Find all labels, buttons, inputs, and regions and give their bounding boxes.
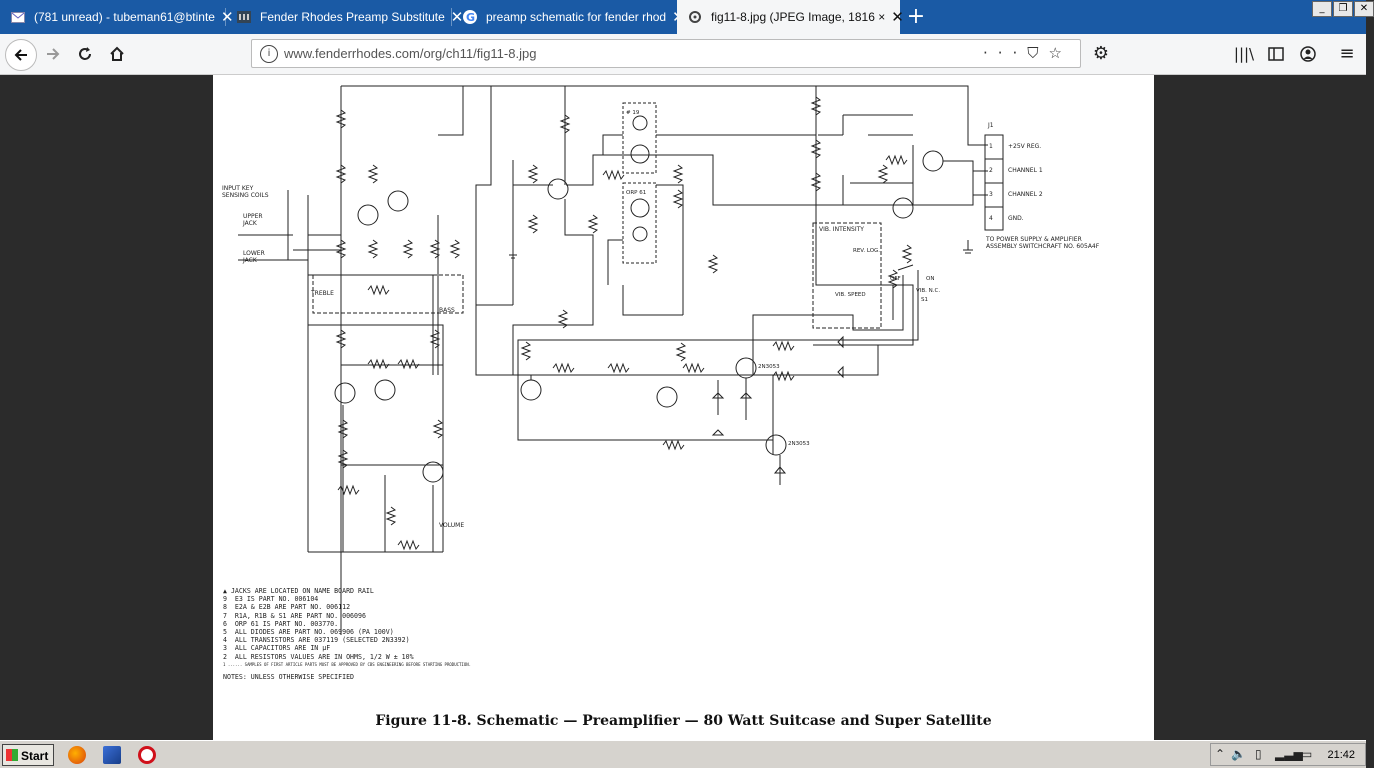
pin-number: 4: [989, 215, 993, 222]
lamp-label-1: # 19: [626, 110, 640, 116]
orp61-label: ORP 61: [626, 190, 647, 196]
tab-title: (781 unread) - tubeman61@btinte: [34, 10, 215, 24]
new-tab-button[interactable]: +: [906, 4, 926, 29]
close-icon[interactable]: ✕: [450, 9, 464, 26]
more-icon[interactable]: ···: [982, 44, 1028, 62]
window-controls: _ ❐ ✕: [1311, 1, 1374, 17]
reload-button[interactable]: [71, 40, 99, 68]
close-window-button[interactable]: ✕: [1354, 1, 1374, 17]
back-button[interactable]: [5, 39, 37, 71]
maximize-button[interactable]: ❐: [1333, 1, 1353, 17]
pin-number: 2: [989, 167, 993, 174]
tab-fender[interactable]: Fender Rhodes Preamp Substitute ✕: [226, 0, 463, 34]
gear-icon[interactable]: ⚙: [1092, 43, 1110, 64]
forward-button[interactable]: [39, 40, 67, 68]
menu-icon[interactable]: ≡: [1339, 43, 1355, 64]
treble-label: TREBLE: [311, 290, 334, 297]
close-icon[interactable]: ✕: [891, 9, 904, 26]
volume-label: VOLUME: [439, 522, 465, 529]
tab-mail[interactable]: (781 unread) - tubeman61@btinte ✕: [0, 0, 234, 34]
transistor-label-2: 2N3053: [788, 441, 810, 447]
library-icon[interactable]: |||\: [1233, 45, 1255, 63]
clock[interactable]: 21:42: [1327, 749, 1355, 761]
vib-speed-label: VIB. SPEED: [835, 292, 866, 298]
bookmark-star-icon[interactable]: ☆: [1048, 44, 1072, 62]
schematic-drawing: [238, 85, 1004, 635]
pocket-icon[interactable]: ⛉: [1027, 44, 1049, 62]
speaker-icon[interactable]: 🔈: [1231, 747, 1246, 761]
url-text[interactable]: www.fenderrhodes.com/org/ch11/fig11-8.jp…: [284, 46, 537, 61]
pin-label: CHANNEL 1: [1008, 167, 1043, 174]
transistor-label-1: 2N3053: [758, 364, 780, 370]
site-icon: [236, 9, 252, 25]
opera-icon[interactable]: [138, 746, 156, 764]
windows-flag-icon: [6, 749, 18, 761]
s1-label: S1: [921, 297, 928, 303]
network-icon[interactable]: ▂▃▅: [1275, 747, 1303, 761]
mail-icon: [10, 9, 26, 25]
battery-icon[interactable]: ▯: [1255, 747, 1262, 761]
tab-image[interactable]: fig11-8.jpg (JPEG Image, 1816 × ✕: [677, 0, 904, 34]
rev-log-label: REV. LOG.: [853, 248, 881, 254]
google-icon: G: [462, 9, 478, 25]
tab-title: Fender Rhodes Preamp Substitute: [260, 10, 445, 24]
figure-caption: Figure 11-8. Schematic — Preamplifier — …: [375, 713, 992, 729]
chevron-up-icon[interactable]: ⌃: [1215, 747, 1226, 761]
taskbar: Start ⌃ 🔈 ▯ ▂▃▅ ▭ 21:42: [0, 740, 1366, 768]
minimize-button[interactable]: _: [1312, 1, 1332, 17]
start-button[interactable]: Start: [2, 744, 54, 766]
notification-icon[interactable]: ▭: [1301, 747, 1313, 761]
firefox-icon[interactable]: [68, 746, 86, 764]
tab-google[interactable]: G preamp schematic for fender rhod ✕: [452, 0, 685, 34]
vib-intensity-label: VIB. INTENSITY: [819, 226, 864, 233]
pin-number: 1: [989, 143, 993, 150]
url-bar[interactable]: i www.fenderrhodes.com/org/ch11/fig11-8.…: [251, 39, 1081, 68]
nav-bar: i www.fenderrhodes.com/org/ch11/fig11-8.…: [0, 34, 1366, 75]
pin-label: GND.: [1008, 215, 1024, 222]
close-icon[interactable]: ✕: [220, 9, 234, 26]
bass-label: BASS: [439, 307, 455, 314]
pin-label: CHANNEL 2: [1008, 191, 1043, 198]
explorer-icon[interactable]: [103, 746, 121, 764]
home-button[interactable]: [103, 40, 131, 68]
info-icon[interactable]: i: [260, 45, 278, 63]
pin-number: 3: [989, 191, 993, 198]
sidebar-icon[interactable]: [1262, 40, 1290, 68]
tab-bar: (781 unread) - tubeman61@btinte ✕ Fender…: [0, 0, 1374, 34]
account-icon[interactable]: [1294, 40, 1322, 68]
switch-vib-label: VIB. N.C.: [916, 288, 941, 294]
system-tray: ⌃ 🔈 ▯ ▂▃▅ ▭ 21:42: [1210, 743, 1366, 766]
tab-title: preamp schematic for fender rhod: [486, 10, 667, 24]
switch-on-label: ON: [926, 276, 935, 282]
tab-title: fig11-8.jpg (JPEG Image, 1816 ×: [711, 10, 886, 24]
connector-name: J1: [988, 122, 994, 129]
pin-label: +25V REG.: [1008, 143, 1042, 150]
image-icon: [687, 9, 703, 25]
switch-off-label: OFF: [890, 276, 901, 282]
svg-text:G: G: [466, 11, 475, 24]
